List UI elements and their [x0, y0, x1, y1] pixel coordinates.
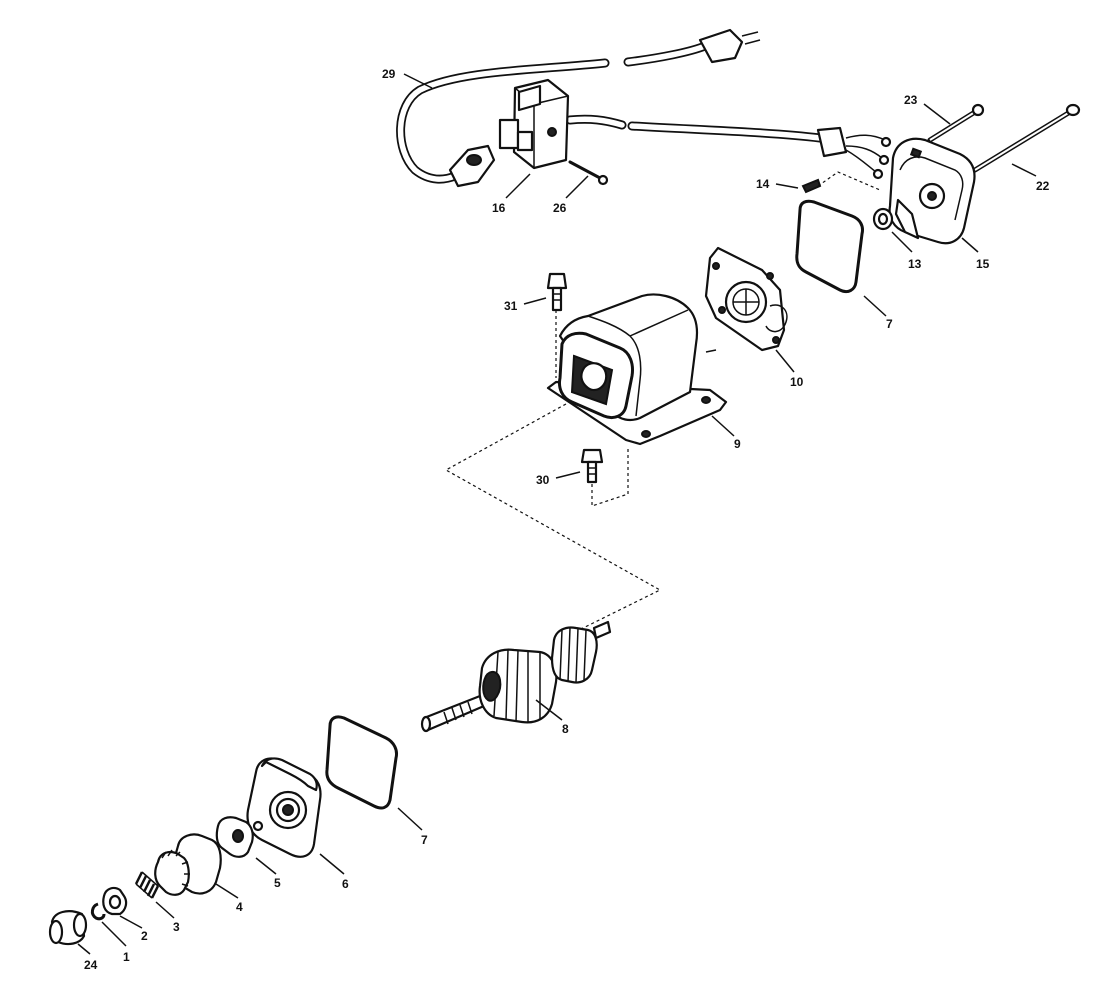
motor-housing: [546, 293, 728, 446]
callout-5: 5: [274, 876, 281, 890]
gasket-top: [795, 199, 864, 294]
callout-31: 31: [504, 299, 518, 313]
washer-13: [872, 207, 894, 231]
callout-2: 2: [141, 929, 148, 943]
screw-30: [580, 448, 604, 484]
spring: [134, 871, 160, 899]
callout-13: 13: [908, 257, 922, 271]
spacer: [215, 816, 264, 858]
callout-10: 10: [790, 375, 804, 389]
plug: [698, 28, 761, 64]
nut: [102, 886, 128, 916]
callout-8: 8: [562, 722, 569, 736]
armature: [420, 620, 612, 733]
callout-3: 3: [173, 920, 180, 934]
callout-4: 4: [236, 900, 243, 914]
cord-connector: [448, 144, 496, 188]
callout-6: 6: [342, 877, 349, 891]
callout-1: 1: [123, 950, 130, 964]
callout-29: 29: [382, 67, 396, 81]
wire-leads: [816, 126, 892, 180]
brush-plate: [704, 246, 788, 352]
callout-24: 24: [84, 958, 98, 972]
leader-lines: [77, 73, 1037, 955]
callout-22: 22: [1036, 179, 1050, 193]
switch: [498, 78, 570, 170]
callout-14: 14: [756, 177, 770, 191]
callout-labels: 29 16 26 23 22 14 13 15 7 10 31 9 30 8 7…: [84, 67, 1050, 972]
bolt-22: [972, 103, 1081, 173]
callout-15: 15: [976, 257, 990, 271]
end-cap-24: [48, 910, 88, 946]
bolt-23: [927, 103, 985, 143]
callout-7-top: 7: [886, 317, 893, 331]
callout-23: 23: [904, 93, 918, 107]
retaining-ring: [90, 902, 106, 921]
power-cord: [396, 28, 892, 188]
screw-31: [546, 272, 568, 312]
gasket-bottom: [325, 715, 398, 810]
drive-gear: [154, 833, 222, 896]
screw-14: [801, 178, 822, 194]
callout-16: 16: [492, 201, 506, 215]
callout-30: 30: [536, 473, 550, 487]
alignment-lines: [444, 171, 881, 633]
callout-7-bottom: 7: [421, 833, 428, 847]
callout-26: 26: [553, 201, 567, 215]
end-cap: [888, 137, 976, 245]
callout-9: 9: [734, 437, 741, 451]
screw-26: [568, 160, 609, 186]
drive-end-plate: [246, 757, 322, 858]
